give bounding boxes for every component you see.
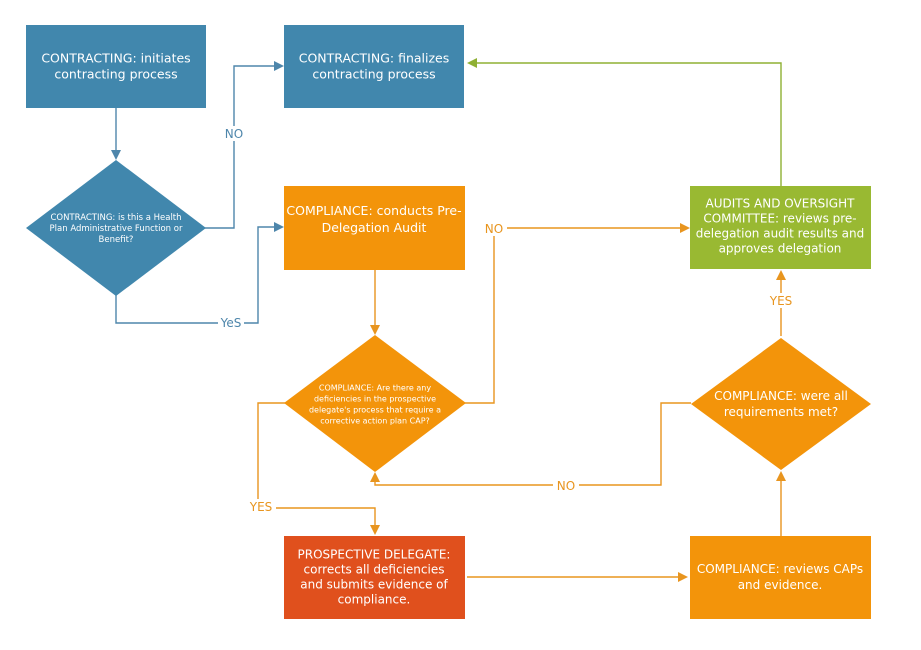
node-label-line: and evidence. — [738, 578, 823, 592]
label-no-to-committee: NO — [485, 222, 503, 236]
node-label-line: deficiencies in the prospective — [314, 394, 436, 403]
svg-text:PROSPECTIVE DELEGATE:corrects: PROSPECTIVE DELEGATE:corrects all defici… — [298, 548, 451, 607]
node-label-line: contracting process — [54, 66, 177, 81]
node-label-line: Plan Administrative Function or — [50, 224, 183, 234]
node-label-line: CONTRACTING: is this a Health — [50, 213, 181, 223]
node-label-line: requirements met? — [724, 405, 838, 419]
node-label-line: approves delegation — [719, 242, 842, 256]
edge-question-yes-to-audit — [115, 222, 284, 324]
svg-text:COMPLIANCE: conducts Pre-Deleg: COMPLIANCE: conducts Pre- Delegation Audi… — [286, 203, 461, 235]
node-label-line: compliance. — [338, 593, 411, 607]
node-label-line: COMPLIANCE: were all — [714, 389, 848, 403]
node-label-line: COMMITTEE: reviews pre- — [703, 212, 856, 226]
node-label-line: delegation audit results and — [696, 227, 865, 241]
node-label-line: corrects all deficiencies — [304, 563, 445, 577]
node-label-line: AUDITS AND OVERSIGHT — [706, 197, 856, 211]
node-label-line: corrective action plan CAP? — [320, 416, 430, 425]
node-compliance-reviews: COMPLIANCE: reviews CAPs and evidence. — [690, 536, 871, 619]
label-yes-to-delegate: YES — [249, 500, 273, 514]
edge-requirements-no-to-deficiencies — [370, 402, 691, 486]
node-compliance-audit: COMPLIANCE: conducts Pre- Delegation Audi… — [284, 186, 465, 270]
connectors — [111, 58, 786, 582]
node-label-line: COMPLIANCE: reviews CAPs — [697, 562, 863, 576]
node-label-line: COMPLIANCE: Are there any — [319, 383, 431, 392]
label-yes-to-audit: YeS — [220, 316, 242, 330]
label-no-back-to-deficiencies: NO — [557, 479, 575, 493]
node-compliance-requirements: COMPLIANCE: were all requirements met? — [691, 338, 871, 470]
node-label-line: Delegation Audit — [322, 220, 427, 235]
node-label-line: contracting process — [312, 66, 435, 81]
node-label-line: CONTRACTING: initiates — [41, 50, 190, 65]
node-label-line: delegate's process that require a — [309, 405, 441, 414]
node-prospective-delegate: PROSPECTIVE DELEGATE:corrects all defici… — [284, 536, 465, 619]
node-label-line: PROSPECTIVE DELEGATE: — [298, 548, 451, 562]
node-label-line: and submits evidence of — [300, 578, 448, 592]
edge-committee-to-finalizes — [467, 58, 782, 186]
node-compliance-deficiencies: COMPLIANCE: Are there any deficiencies in… — [284, 335, 466, 472]
edge-labels: NO YeS NO YES NO YES — [218, 126, 796, 514]
node-label-line: Benefit? — [99, 235, 134, 245]
edge-deficiencies-no-to-committee — [465, 223, 690, 404]
edge-question-no-to-finalizes — [205, 61, 284, 229]
node-label-line: COMPLIANCE: conducts Pre- — [286, 203, 461, 218]
label-no-to-finalize: NO — [225, 127, 243, 141]
node-label-line: CONTRACTING: finalizes — [299, 50, 450, 65]
label-yes-to-committee: YES — [769, 294, 793, 308]
